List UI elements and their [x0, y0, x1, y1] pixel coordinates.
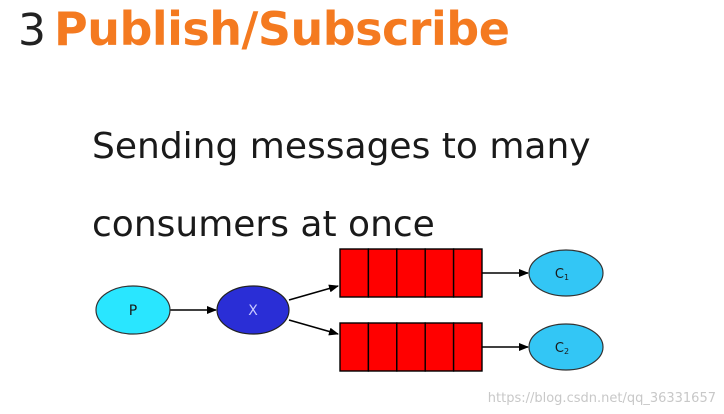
queue-1-cell-3 [396, 248, 426, 298]
queue-2-cell-2 [367, 322, 398, 372]
queue-2 [339, 322, 483, 372]
consumer-2-letter: C [555, 341, 564, 356]
consumer-1-letter: C [555, 267, 564, 282]
queue-2-cell-1 [339, 322, 370, 372]
consumer-2-index: 2 [564, 347, 569, 356]
consumer-1-label: C1 [555, 267, 569, 282]
slide-subtitle: Sending messages to many consumers at on… [92, 108, 591, 264]
consumer-node-1: C1 [528, 249, 604, 297]
exchange-label: X [248, 303, 258, 319]
consumer-2-label: C2 [555, 341, 569, 356]
subtitle-line-2: consumers at once [92, 204, 435, 245]
consumer-1-index: 1 [564, 273, 569, 282]
edge-exchange-queue-2 [288, 319, 339, 336]
queue-2-cell-5 [452, 322, 483, 372]
queue-1 [339, 248, 483, 298]
edge-exchange-queue-1 [288, 284, 339, 301]
queue-1-cell-1 [339, 248, 370, 298]
subtitle-line-1: Sending messages to many [92, 126, 591, 167]
exchange-node: X [216, 285, 290, 335]
producer-label: P [129, 303, 137, 319]
queue-1-cell-2 [367, 248, 398, 298]
consumer-node-2: C2 [528, 323, 604, 371]
heading-title: Publish/Subscribe [54, 2, 510, 56]
queue-2-cell-4 [424, 322, 455, 372]
queue-1-cell-4 [424, 248, 455, 298]
watermark-url: https://blog.csdn.net/qq_36331657 [487, 391, 716, 406]
heading-number: 3 [18, 5, 46, 56]
queue-2-cell-3 [396, 322, 426, 372]
producer-node: P [95, 285, 171, 335]
queue-1-cell-5 [452, 248, 483, 298]
